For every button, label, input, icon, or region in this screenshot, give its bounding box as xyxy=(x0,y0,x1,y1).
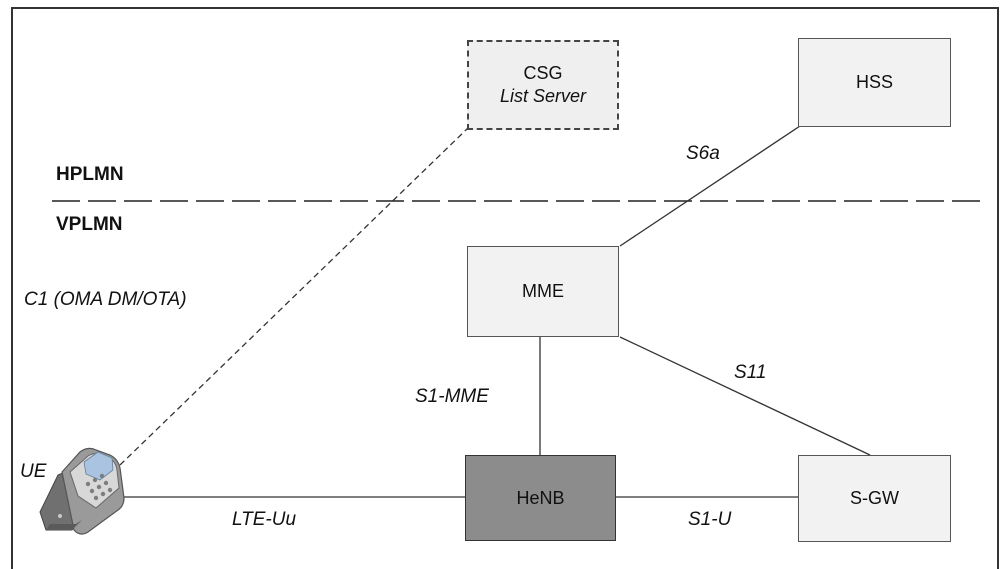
sgw-node: S-GW xyxy=(798,455,951,542)
s1-mme-label: S1-MME xyxy=(415,386,489,407)
s11-label: S11 xyxy=(734,362,767,383)
s6a-connection-line xyxy=(619,125,801,247)
vplmn-label: VPLMN xyxy=(56,214,123,235)
ue-label: UE xyxy=(20,461,47,482)
c1-label: C1 (OMA DM/OTA) xyxy=(24,289,187,310)
henb-node: HeNB xyxy=(465,455,616,541)
c1-connection-line xyxy=(119,127,469,466)
s11-connection-line xyxy=(619,336,871,456)
csg-list-server-node: CSG List Server xyxy=(467,40,619,130)
diagram-frame xyxy=(11,7,999,569)
lte-uu-label: LTE-Uu xyxy=(232,509,297,530)
s6a-label: S6a xyxy=(686,143,720,164)
mme-title: MME xyxy=(522,281,564,301)
hss-title: HSS xyxy=(855,72,893,92)
mme-node: MME xyxy=(467,246,619,337)
hplmn-label: HPLMN xyxy=(56,164,124,185)
csg-subtitle: List Server xyxy=(499,86,587,106)
csg-title: CSG xyxy=(523,63,563,83)
hss-node: HSS xyxy=(798,38,951,127)
s1-u-label: S1-U xyxy=(688,509,732,530)
sgw-title: S-GW xyxy=(850,488,899,508)
mobile-phone-icon xyxy=(39,447,125,535)
henb-title: HeNB xyxy=(516,487,565,508)
